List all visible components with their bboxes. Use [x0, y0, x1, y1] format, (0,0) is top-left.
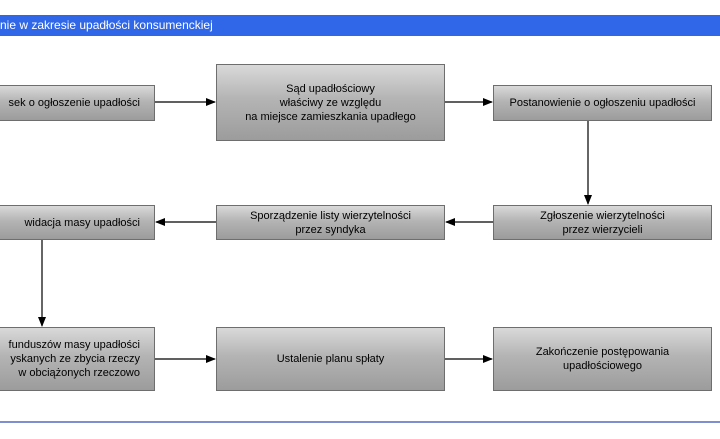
bottom-divider — [0, 421, 720, 423]
node-wniosek: sek o ogłoszenie upadłości — [0, 85, 155, 121]
node-sad-label: Sąd upadłościowy właściwy ze względu na … — [245, 82, 416, 123]
node-podzial-label: funduszów masy upadłości yskanych ze zby… — [8, 339, 140, 379]
diagram-title: nie w zakresie upadłości konsumenckiej — [0, 18, 213, 32]
node-lista: Sporządzenie listy wierzytelności przez … — [216, 205, 445, 240]
node-likwidacja: widacja masy upadłości — [0, 205, 155, 240]
node-postanowienie-label: Postanowienie o ogłoszeniu upadłości — [509, 97, 696, 109]
node-plan: Ustalenie planu spłaty — [216, 327, 445, 391]
node-wniosek-label: sek o ogłoszenie upadłości — [8, 97, 140, 109]
node-zakonczenie: Zakończenie postępowania upadłościowego — [493, 327, 712, 391]
node-podzial: funduszów masy upadłości yskanych ze zby… — [0, 327, 155, 391]
node-likwidacja-label: widacja masy upadłości — [24, 216, 140, 229]
node-zakonczenie-label: Zakończenie postępowania upadłościowego — [535, 346, 670, 372]
node-zgloszenie: Zgłoszenie wierzytelności przez wierzyci… — [493, 205, 712, 240]
node-lista-label: Sporządzenie listy wierzytelności przez … — [250, 209, 411, 236]
node-postanowienie: Postanowienie o ogłoszeniu upadłości — [493, 85, 712, 121]
node-plan-label: Ustalenie planu spłaty — [276, 353, 385, 365]
diagram-title-bar: nie w zakresie upadłości konsumenckiej — [0, 15, 720, 36]
node-sad: Sąd upadłościowy właściwy ze względu na … — [216, 64, 445, 141]
node-zgloszenie-label: Zgłoszenie wierzytelności przez wierzyci… — [540, 209, 665, 236]
